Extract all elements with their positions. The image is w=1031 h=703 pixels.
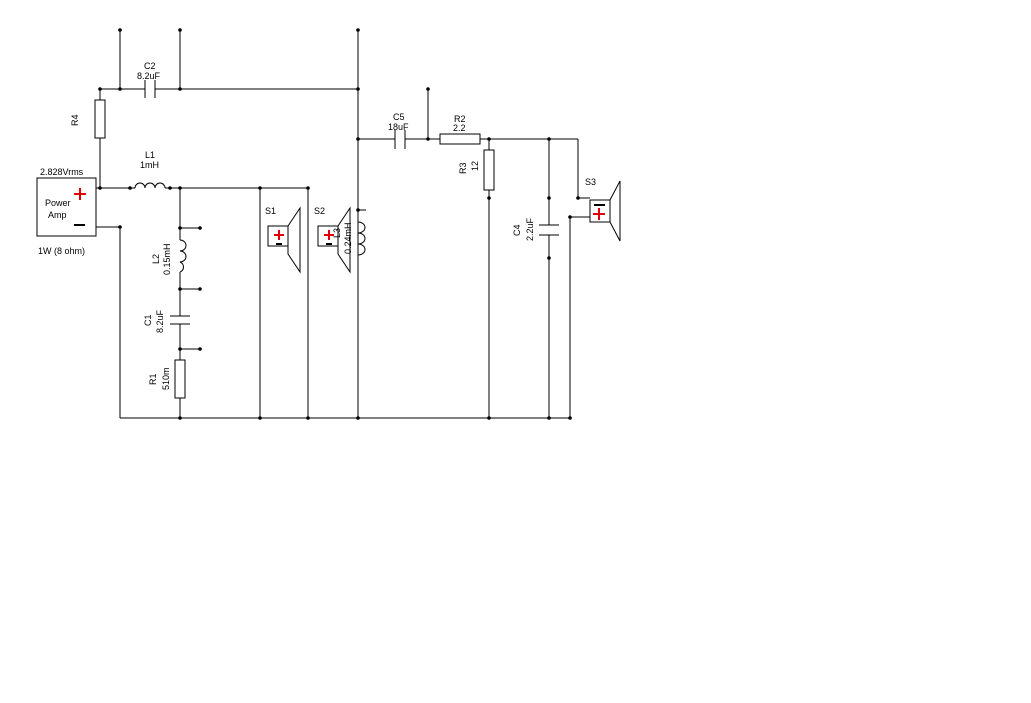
resistor-r3[interactable]: R3 12	[458, 149, 495, 191]
amp-name-label: Power	[45, 198, 71, 208]
speaker-s1[interactable]: S1	[265, 206, 301, 274]
wires	[96, 30, 590, 419]
c1-ref-label: C1	[143, 314, 153, 326]
plus-icon	[593, 208, 605, 220]
l1-value-label: 1mH	[140, 160, 159, 170]
plus-icon	[324, 230, 334, 240]
inductor-l3[interactable]: L3 0.24mH	[332, 221, 366, 256]
l2-ref-label: L2	[151, 254, 161, 264]
speaker-s2[interactable]: S2	[314, 206, 351, 274]
r3-value-label: 12	[470, 161, 480, 171]
capacitor-c4[interactable]: C4 2.2uF	[512, 217, 559, 241]
s2-ref-label: S2	[314, 206, 325, 216]
r4-ref-label: R4	[70, 114, 80, 126]
r2-ref-label: R2	[454, 114, 466, 124]
l1-ref-label: L1	[145, 150, 155, 160]
amp-name-label-2: Amp	[48, 210, 67, 220]
c4-ref-label: C4	[512, 224, 522, 236]
resistor-r2[interactable]: R2 2.2	[439, 114, 481, 145]
l3-ref-label: L3	[332, 228, 342, 238]
c5-value-label: 18uF	[388, 122, 409, 132]
r1-value-label: 510m	[161, 367, 171, 390]
junction-dots	[98, 28, 580, 420]
resistor-r4[interactable]: R4	[70, 99, 106, 139]
capacitor-c2[interactable]: C2 8.2uF	[137, 61, 161, 98]
c1-value-label: 8.2uF	[155, 309, 165, 333]
l2-value-label: 0.15mH	[162, 243, 172, 275]
c2-ref-label: C2	[144, 61, 156, 71]
resistor-r1[interactable]: R1 510m	[148, 359, 186, 399]
amp-power-label: 1W (8 ohm)	[38, 246, 85, 256]
speaker-s3[interactable]: S3	[585, 177, 621, 242]
plus-icon	[74, 188, 86, 200]
l3-value-label: 0.24mH	[343, 222, 353, 254]
s1-ref-label: S1	[265, 206, 276, 216]
c2-value-label: 8.2uF	[137, 71, 161, 81]
inductor-l2[interactable]: L2 0.15mH	[151, 239, 187, 275]
s3-ref-label: S3	[585, 177, 596, 187]
r1-ref-label: R1	[148, 373, 158, 385]
power-amp-box[interactable]	[36, 177, 97, 237]
amp-voltage-label: 2.828Vrms	[40, 167, 84, 177]
capacitor-c1[interactable]: C1 8.2uF	[143, 309, 190, 333]
inductor-l1[interactable]: L1 1mH	[134, 150, 166, 189]
r3-ref-label: R3	[458, 162, 468, 174]
c4-value-label: 2.2uF	[525, 217, 535, 241]
capacitor-c5[interactable]: C5 18uF	[388, 112, 409, 149]
c5-ref-label: C5	[393, 112, 405, 122]
power-amp[interactable]: 2.828Vrms Power Amp 1W (8 ohm)	[36, 167, 97, 256]
r2-value-label: 2.2	[453, 123, 466, 133]
plus-icon	[274, 230, 284, 240]
